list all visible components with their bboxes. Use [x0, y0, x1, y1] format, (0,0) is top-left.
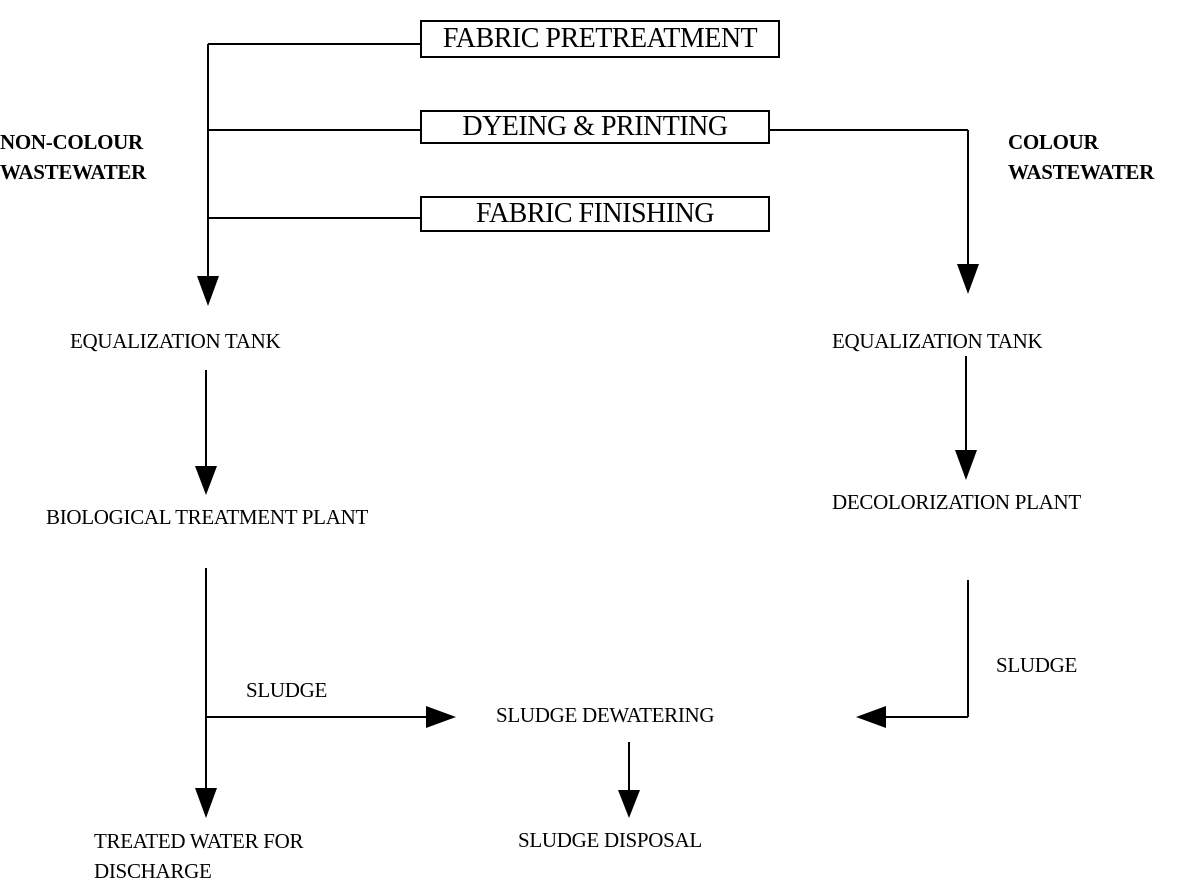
fabric-finishing-label: FABRIC FINISHING	[475, 198, 715, 229]
fabric-finishing-box: FABRIC FINISHING	[420, 196, 770, 232]
right-sludge-label: SLUDGE	[996, 653, 1078, 677]
dyeing-printing-box: DYEING & PRINTING	[420, 110, 770, 144]
fabric-pretreatment-box: FABRIC PRETREATMENT	[420, 20, 780, 58]
left-sludge-label: SLUDGE	[246, 678, 328, 702]
dyeing-printing-label: DYEING & PRINTING	[462, 111, 728, 142]
arrow-sludge-dewatering-left	[426, 706, 456, 728]
right-equalization-tank: EQUALIZATION TANK	[832, 329, 1043, 353]
colour-wastewater-label: COLOUR WASTEWATER	[1008, 127, 1154, 187]
biological-treatment-plant: BIOLOGICAL TREATMENT PLANT	[46, 505, 368, 529]
non-colour-line1: NON-COLOUR	[0, 130, 143, 154]
fabric-pretreatment-label: FABRIC PRETREATMENT	[442, 23, 758, 54]
arrow-right-equalization	[957, 264, 979, 294]
treated-line2: DISCHARGE	[94, 859, 212, 883]
decolorization-plant: DECOLORIZATION PLANT	[832, 490, 1081, 514]
arrow-sludge-disposal	[618, 790, 640, 818]
non-colour-wastewater-label: NON-COLOUR WASTEWATER	[0, 127, 146, 187]
arrow-biological	[195, 466, 217, 495]
colour-line2: WASTEWATER	[1008, 160, 1154, 184]
treated-line1: TREATED WATER FOR	[94, 829, 304, 853]
arrow-decolorization	[955, 450, 977, 480]
colour-line1: COLOUR	[1008, 130, 1099, 154]
non-colour-line2: WASTEWATER	[0, 160, 146, 184]
treated-water-label: TREATED WATER FOR DISCHARGE	[94, 826, 303, 886]
arrow-sludge-dewatering-right	[856, 706, 886, 728]
sludge-disposal: SLUDGE DISPOSAL	[518, 828, 702, 852]
sludge-dewatering: SLUDGE DEWATERING	[496, 703, 715, 727]
arrow-treated-water	[195, 788, 217, 818]
arrow-left-equalization	[197, 276, 219, 306]
left-equalization-tank: EQUALIZATION TANK	[70, 329, 281, 353]
